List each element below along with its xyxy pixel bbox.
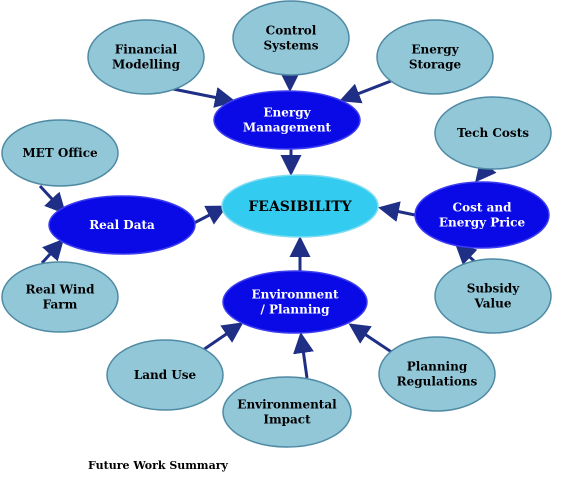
node-planning-regulations-label-line-2: Regulations xyxy=(397,375,478,389)
node-energy-storage-label-line-2: Storage xyxy=(409,58,462,72)
node-environment-planning-label-line-2: / Planning xyxy=(260,303,330,317)
node-met-office: MET Office xyxy=(1,119,119,187)
arrow-financial-to-energy-management xyxy=(172,87,236,108)
node-feasibility-shape xyxy=(221,174,379,238)
node-land-use: Land Use xyxy=(106,339,224,411)
node-met-office-shape xyxy=(1,119,119,187)
node-subsidy-value-shape xyxy=(434,258,552,334)
node-control-systems-label-line-2: Systems xyxy=(263,39,318,53)
node-energy-management-shape xyxy=(213,90,361,150)
node-met-office-label-line-1: MET Office xyxy=(22,146,98,160)
node-real-data-label-line-1: Real Data xyxy=(89,218,155,232)
node-real-wind-farm-label-line-1: Real Wind xyxy=(25,283,95,297)
node-cost-and-energy-price-label-line-1: Cost and xyxy=(453,201,513,215)
arrow-real-data-to-feasibility xyxy=(193,205,228,225)
arrow-tech-costs-to-cost-price xyxy=(475,159,497,183)
caption-future-work-summary: Future Work Summary xyxy=(88,459,228,472)
node-feasibility-label-line-1: FEASIBILITY xyxy=(248,199,352,215)
node-real-data: Real Data xyxy=(48,195,196,255)
arrow-subsidy-to-cost-price xyxy=(454,242,478,265)
node-environmental-impact-shape xyxy=(222,376,352,448)
node-planning-regulations-shape xyxy=(378,336,496,412)
node-energy-management-label-line-2: Management xyxy=(243,121,332,135)
node-land-use-shape xyxy=(106,339,224,411)
node-financial-modelling-label-line-1: Financial xyxy=(115,43,178,57)
arrow-impact-to-environment xyxy=(293,332,314,379)
node-environment-planning-shape xyxy=(222,270,368,334)
node-tech-costs: Tech Costs xyxy=(434,96,552,170)
node-environment-planning-label-line-1: Environment xyxy=(251,288,339,302)
arrow-regulations-to-environment xyxy=(348,323,397,357)
node-environmental-impact-label-line-1: Environmental xyxy=(237,398,337,412)
node-environmental-impact-label-line-2: Impact xyxy=(263,413,311,427)
node-real-wind-farm-shape xyxy=(1,261,119,333)
node-real-wind-farm-label-line-2: Farm xyxy=(43,298,78,312)
arrows-layer xyxy=(38,71,497,379)
node-cost-and-energy-price-shape xyxy=(414,181,550,249)
node-control-systems-label-line-1: Control xyxy=(266,24,317,38)
node-feasibility: FEASIBILITY xyxy=(221,174,379,238)
arrow-cost-price-to-feasibility xyxy=(378,201,416,222)
arrow-wind-farm-to-real-data xyxy=(40,238,65,265)
node-energy-storage-label-line-1: Energy xyxy=(411,43,459,57)
node-environment-planning: Environment/ Planning xyxy=(222,270,368,334)
arrow-storage-to-energy-management xyxy=(339,79,392,104)
arrow-land-use-to-environment xyxy=(202,322,244,352)
arrow-met-office-to-real-data xyxy=(38,184,67,215)
node-planning-regulations-label-line-1: Planning xyxy=(407,360,468,374)
node-subsidy-value-label-line-2: Value xyxy=(474,297,512,311)
node-tech-costs-label-line-1: Tech Costs xyxy=(457,126,529,140)
node-real-data-shape xyxy=(48,195,196,255)
node-tech-costs-shape xyxy=(434,96,552,170)
node-subsidy-value-label-line-1: Subsidy xyxy=(467,282,520,296)
node-financial-modelling-shape xyxy=(87,19,205,95)
node-energy-storage-shape xyxy=(376,19,494,95)
node-financial-modelling-label-line-2: Modelling xyxy=(112,58,181,72)
node-control-systems-shape xyxy=(232,0,350,76)
node-cost-and-energy-price-label-line-2: Energy Price xyxy=(439,216,526,230)
node-energy-management-label-line-1: Energy xyxy=(263,106,311,120)
node-land-use-label-line-1: Land Use xyxy=(134,368,197,382)
